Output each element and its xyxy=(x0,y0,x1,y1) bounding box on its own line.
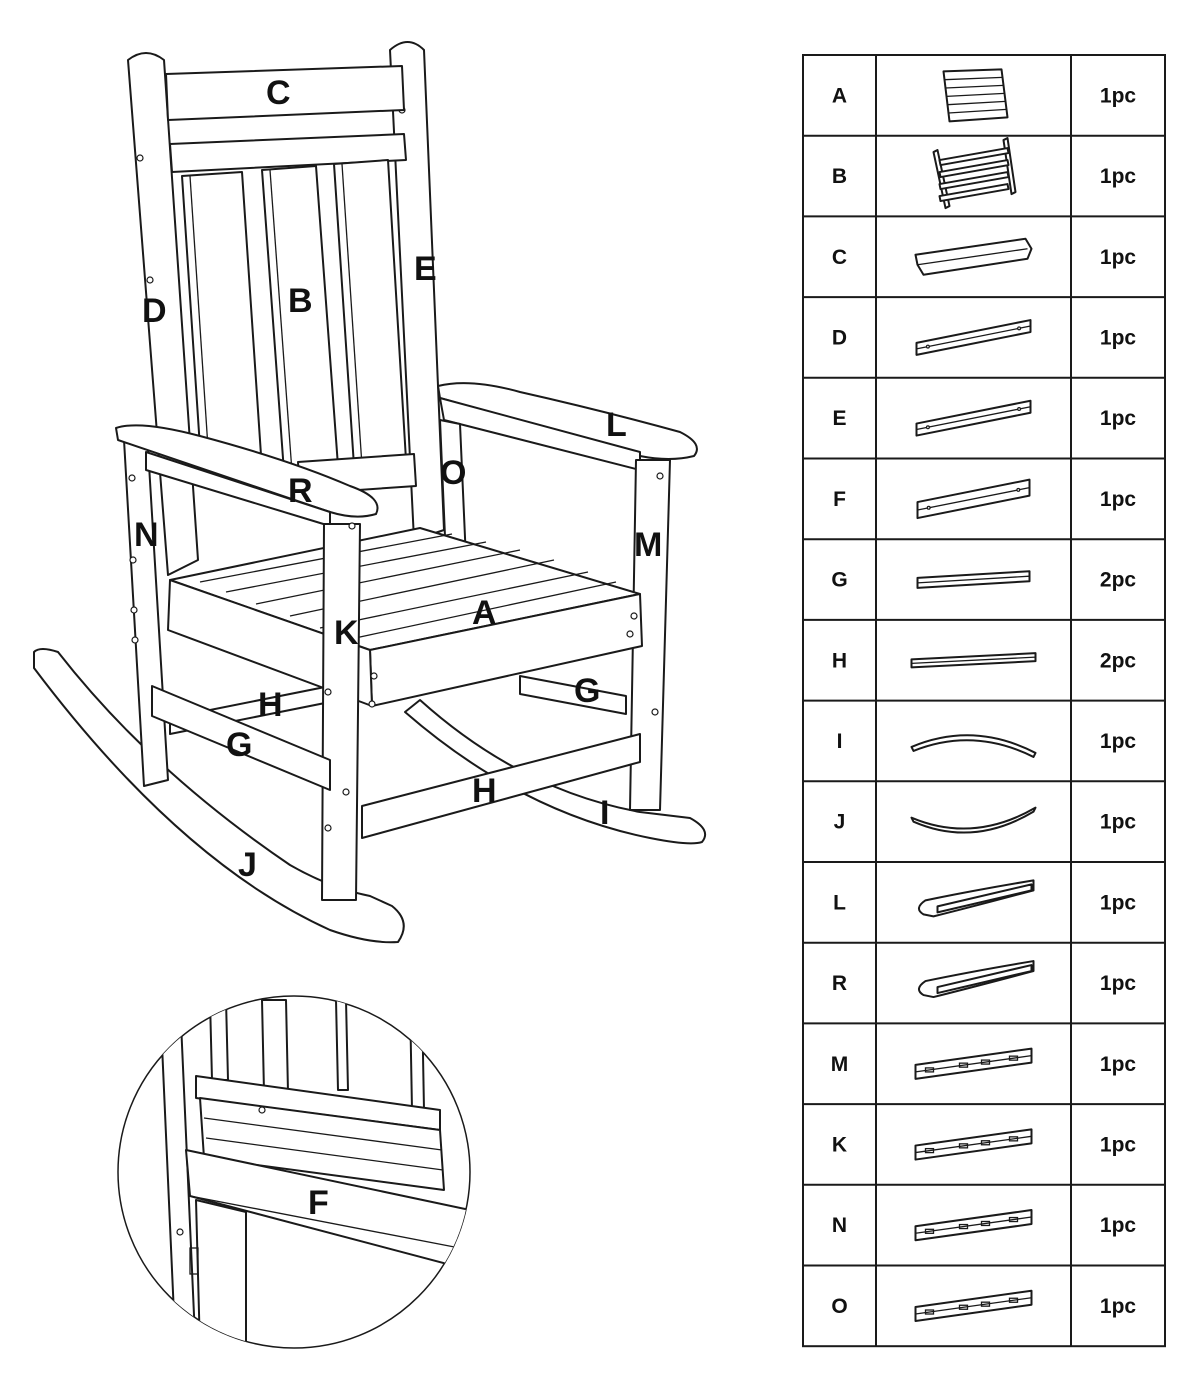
table-row: C 1pc xyxy=(832,237,1137,276)
part-letter: C xyxy=(832,246,847,269)
label-g-left: G xyxy=(226,726,252,764)
part-letter: N xyxy=(832,1214,847,1237)
seat-slats xyxy=(167,527,643,708)
left-rocker-icon xyxy=(910,806,1037,834)
table-row: J 1pc xyxy=(834,806,1137,834)
part-letter: L xyxy=(833,891,846,914)
label-e: E xyxy=(414,250,437,288)
detail-inset: F xyxy=(117,995,471,1349)
part-letter: E xyxy=(832,407,846,430)
part-quantity: 1pc xyxy=(1100,811,1137,834)
table-row: B 1pc xyxy=(832,137,1137,210)
table-row: E 1pc xyxy=(832,399,1137,437)
part-letter: R xyxy=(832,972,847,995)
left-armrest xyxy=(115,424,379,518)
table-row: A 1pc xyxy=(832,68,1137,123)
rear-leg-n-icon xyxy=(914,1209,1033,1242)
left-armrest-icon xyxy=(918,879,1035,918)
part-quantity: 1pc xyxy=(1100,1214,1137,1237)
front-leg-m xyxy=(629,459,671,811)
part-quantity: 1pc xyxy=(1100,488,1137,511)
label-f: F xyxy=(308,1184,329,1222)
table-row: L 1pc xyxy=(833,879,1137,918)
part-letter: A xyxy=(832,84,847,107)
table-row: F 1pc xyxy=(833,478,1137,520)
back-support-rail-icon xyxy=(916,478,1031,520)
right-rocker-icon xyxy=(910,734,1037,758)
part-quantity: 2pc xyxy=(1100,569,1137,592)
backrest-frame-icon xyxy=(932,137,1017,210)
seat-slats-panel-icon xyxy=(942,68,1009,123)
part-quantity: 1pc xyxy=(1100,84,1137,107)
label-k: K xyxy=(334,614,359,652)
part-quantity: 2pc xyxy=(1100,649,1137,672)
label-h-back: H xyxy=(258,686,283,724)
cross-rail-front xyxy=(361,733,641,839)
right-back-post-icon xyxy=(915,399,1032,437)
part-letter: H xyxy=(832,649,847,672)
label-a: A xyxy=(472,594,497,632)
label-i: I xyxy=(600,794,609,832)
part-letter: J xyxy=(834,811,846,834)
table-row: N 1pc xyxy=(832,1209,1137,1242)
left-back-post-icon xyxy=(915,319,1032,356)
table-row: H 2pc xyxy=(832,649,1136,672)
label-r: R xyxy=(288,472,313,510)
cross-rail-icon xyxy=(910,652,1037,669)
part-quantity: 1pc xyxy=(1100,730,1137,753)
table-row: M 1pc xyxy=(831,1047,1137,1080)
top-board-icon xyxy=(914,237,1033,276)
part-quantity: 1pc xyxy=(1100,165,1137,188)
label-d: D xyxy=(142,292,167,330)
label-g-right: G xyxy=(574,672,600,710)
part-quantity: 1pc xyxy=(1100,1133,1137,1156)
right-armrest-icon xyxy=(918,960,1035,999)
table-row: D 1pc xyxy=(832,319,1137,356)
label-j: J xyxy=(238,846,257,884)
part-letter: D xyxy=(832,326,847,349)
table-row: K 1pc xyxy=(832,1128,1137,1161)
side-rail-left xyxy=(151,685,331,791)
side-rail-right xyxy=(519,675,627,715)
table-row: G 2pc xyxy=(831,569,1136,592)
top-board xyxy=(165,65,405,121)
label-b: B xyxy=(288,282,313,320)
rear-leg-o-icon xyxy=(914,1289,1033,1322)
part-quantity: 1pc xyxy=(1100,246,1137,269)
front-leg-m-icon xyxy=(914,1047,1033,1080)
back-slats xyxy=(181,159,417,495)
table-row: O 1pc xyxy=(831,1289,1137,1322)
side-rail-icon xyxy=(916,570,1031,589)
part-quantity: 1pc xyxy=(1100,326,1137,349)
label-m: M xyxy=(634,526,662,564)
part-letter: M xyxy=(831,1053,849,1076)
part-letter: O xyxy=(831,1295,847,1318)
label-o: O xyxy=(440,454,466,492)
part-letter: K xyxy=(832,1133,847,1156)
label-c: C xyxy=(266,74,291,112)
part-letter: F xyxy=(833,488,846,511)
part-letter: B xyxy=(832,165,847,188)
part-letter: I xyxy=(837,730,843,753)
part-quantity: 1pc xyxy=(1100,891,1137,914)
part-letter: G xyxy=(831,569,847,592)
label-n: N xyxy=(134,516,159,554)
table-row: R 1pc xyxy=(832,960,1137,999)
part-quantity: 1pc xyxy=(1100,1295,1137,1318)
part-quantity: 1pc xyxy=(1100,1053,1137,1076)
part-quantity: 1pc xyxy=(1100,972,1137,995)
rocking-chair-illustration: C B D E L O R N M A K G H G H I J xyxy=(33,41,706,944)
part-quantity: 1pc xyxy=(1100,407,1137,430)
label-l: L xyxy=(606,406,627,444)
front-leg-k-icon xyxy=(914,1128,1033,1161)
right-armrest xyxy=(437,382,698,460)
left-rocker xyxy=(33,648,405,944)
table-row: I 1pc xyxy=(837,730,1137,758)
label-h-front: H xyxy=(472,772,497,810)
front-leg-k xyxy=(321,522,361,901)
